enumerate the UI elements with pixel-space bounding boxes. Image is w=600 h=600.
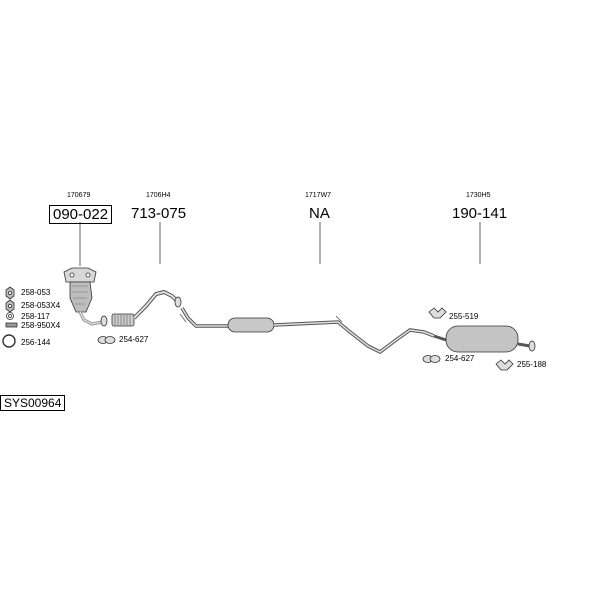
system-id: SYS00964 <box>0 395 66 411</box>
fitting-label-2[interactable]: 255-519 <box>449 312 479 321</box>
part-number-2[interactable]: 713-075 <box>131 205 187 222</box>
fitting-label-4[interactable]: 255-188 <box>517 360 547 369</box>
ring-icon <box>2 334 16 348</box>
legend-label-3[interactable]: 258-117 <box>21 312 50 321</box>
part-number-3[interactable]: NA <box>309 205 330 222</box>
middle-pipe <box>179 307 435 355</box>
fitting-label-3[interactable]: 254-627 <box>445 354 475 363</box>
legend-label-1[interactable]: 258-053 <box>21 288 51 297</box>
legend-icons <box>2 286 18 348</box>
legend-label-4[interactable]: 258-950X4 <box>21 321 61 330</box>
catalytic-converter <box>63 267 108 327</box>
clamp-icon <box>97 336 116 344</box>
section-code-2: 1706H4 <box>146 192 171 199</box>
legend-label-5[interactable]: 256-144 <box>21 338 51 347</box>
legend-label-2[interactable]: 258-053X4 <box>21 301 61 310</box>
rear-silencer <box>433 325 536 353</box>
part-number-4[interactable]: 190-141 <box>452 205 508 222</box>
section-code-1: 170679 <box>67 192 91 199</box>
hanger-icon <box>495 359 514 371</box>
part-number-1[interactable]: 090-022 <box>49 205 113 224</box>
fittings <box>97 307 514 371</box>
front-pipe-flex <box>111 289 182 327</box>
clamp-icon <box>422 355 441 363</box>
bolt-icon <box>5 322 18 328</box>
section-code-3: 1717W7 <box>305 192 332 199</box>
fitting-label-1[interactable]: 254-627 <box>119 335 149 344</box>
hanger-icon <box>428 307 447 319</box>
section-code-4: 1730H5 <box>466 192 491 199</box>
